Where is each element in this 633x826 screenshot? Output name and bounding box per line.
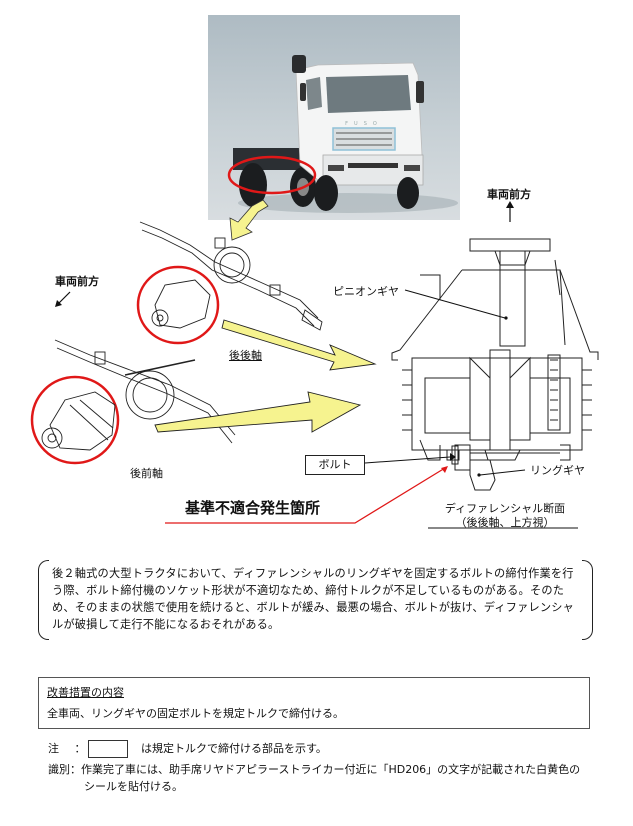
label-rear-rear-axle: 後後軸 bbox=[229, 349, 262, 362]
ring-gear-leader-line bbox=[479, 469, 526, 476]
rear-rear-diff-drawing bbox=[151, 279, 211, 329]
callout-arrow-photo bbox=[229, 199, 269, 241]
identification-row: 識別：作業完了車には、助手席リヤドアピラーストライカー付近に「HD206」の文字… bbox=[48, 761, 580, 777]
issue-description-text: 後２軸式の大型トラクタにおいて、ディファレンシャルのリングギヤを固定するボルトの… bbox=[52, 567, 575, 631]
issue-description-box: 後２軸式の大型トラクタにおいて、ディファレンシャルのリングギヤを固定するボルトの… bbox=[38, 560, 593, 640]
nonconformity-leader-line bbox=[165, 467, 446, 524]
label-front-direction-top: 車両前方 bbox=[487, 188, 531, 201]
highlight-circle-rear-rear bbox=[136, 265, 220, 345]
pinion-leader-line bbox=[404, 289, 506, 319]
identification-label: 識別 bbox=[48, 763, 70, 776]
diff-section-caption-line1: ディファレンシャル断面 bbox=[444, 502, 566, 515]
label-pinion-gear: ピニオンギヤ bbox=[333, 285, 399, 298]
brand-text: FUSO bbox=[345, 121, 383, 127]
identification-separator: ： bbox=[70, 763, 81, 776]
note-text: は規定トルクで締付ける部品を示す。 bbox=[141, 742, 327, 755]
label-ring-gear: リングギヤ bbox=[530, 464, 585, 477]
bracket-left bbox=[38, 560, 49, 640]
rear-rear-axle-drawing bbox=[139, 221, 323, 331]
note-label: 注 bbox=[48, 742, 59, 755]
improvement-measure-box: 改善措置の内容 全車両、リングギヤの固定ボルトを規定トルクで締付ける。 bbox=[38, 677, 590, 729]
label-rear-front-axle: 後前軸 bbox=[130, 467, 163, 480]
label-bolt-box: ボルト bbox=[305, 455, 365, 475]
identification-text-line2: シールを貼付ける。 bbox=[84, 780, 183, 793]
rear-front-diff-drawing bbox=[41, 391, 116, 451]
callout-arrow-lower bbox=[154, 391, 362, 433]
note-separator: ： bbox=[74, 742, 86, 755]
improvement-measure-text: 全車両、リングギヤの固定ボルトを規定トルクで締付ける。 bbox=[47, 707, 344, 720]
label-front-direction-left: 車両前方 bbox=[55, 275, 99, 288]
differential-cross-section bbox=[391, 238, 599, 491]
improvement-measure-title: 改善措置の内容 bbox=[47, 686, 124, 699]
rear-front-axle-drawing bbox=[54, 339, 236, 444]
note-row: 注 ： は規定トルクで締付ける部品を示す。 bbox=[48, 740, 327, 758]
callout-arrow-upper bbox=[221, 319, 377, 371]
identification-row-2: シールを貼付ける。 bbox=[84, 778, 183, 794]
front-arrow-left bbox=[57, 291, 71, 305]
identification-text-line1: 作業完了車には、助手席リヤドアピラーストライカー付近に「HD206」の文字が記載… bbox=[81, 763, 581, 776]
note-legend-box bbox=[87, 740, 128, 758]
diff-section-caption-line2: （後後軸、上方視） bbox=[455, 516, 555, 529]
bolt-leader-line bbox=[364, 456, 451, 464]
label-nonconformity-location: 基準不適合発生箇所 bbox=[185, 499, 321, 517]
highlight-ellipse bbox=[227, 155, 317, 195]
label-bolt: ボルト bbox=[318, 458, 352, 471]
highlight-circle-rear-front bbox=[30, 375, 120, 465]
diff-section-caption: ディファレンシャル断面 （後後軸、上方視） bbox=[430, 502, 580, 530]
bracket-right bbox=[582, 560, 593, 640]
truck-photo: FUSO bbox=[208, 15, 460, 220]
